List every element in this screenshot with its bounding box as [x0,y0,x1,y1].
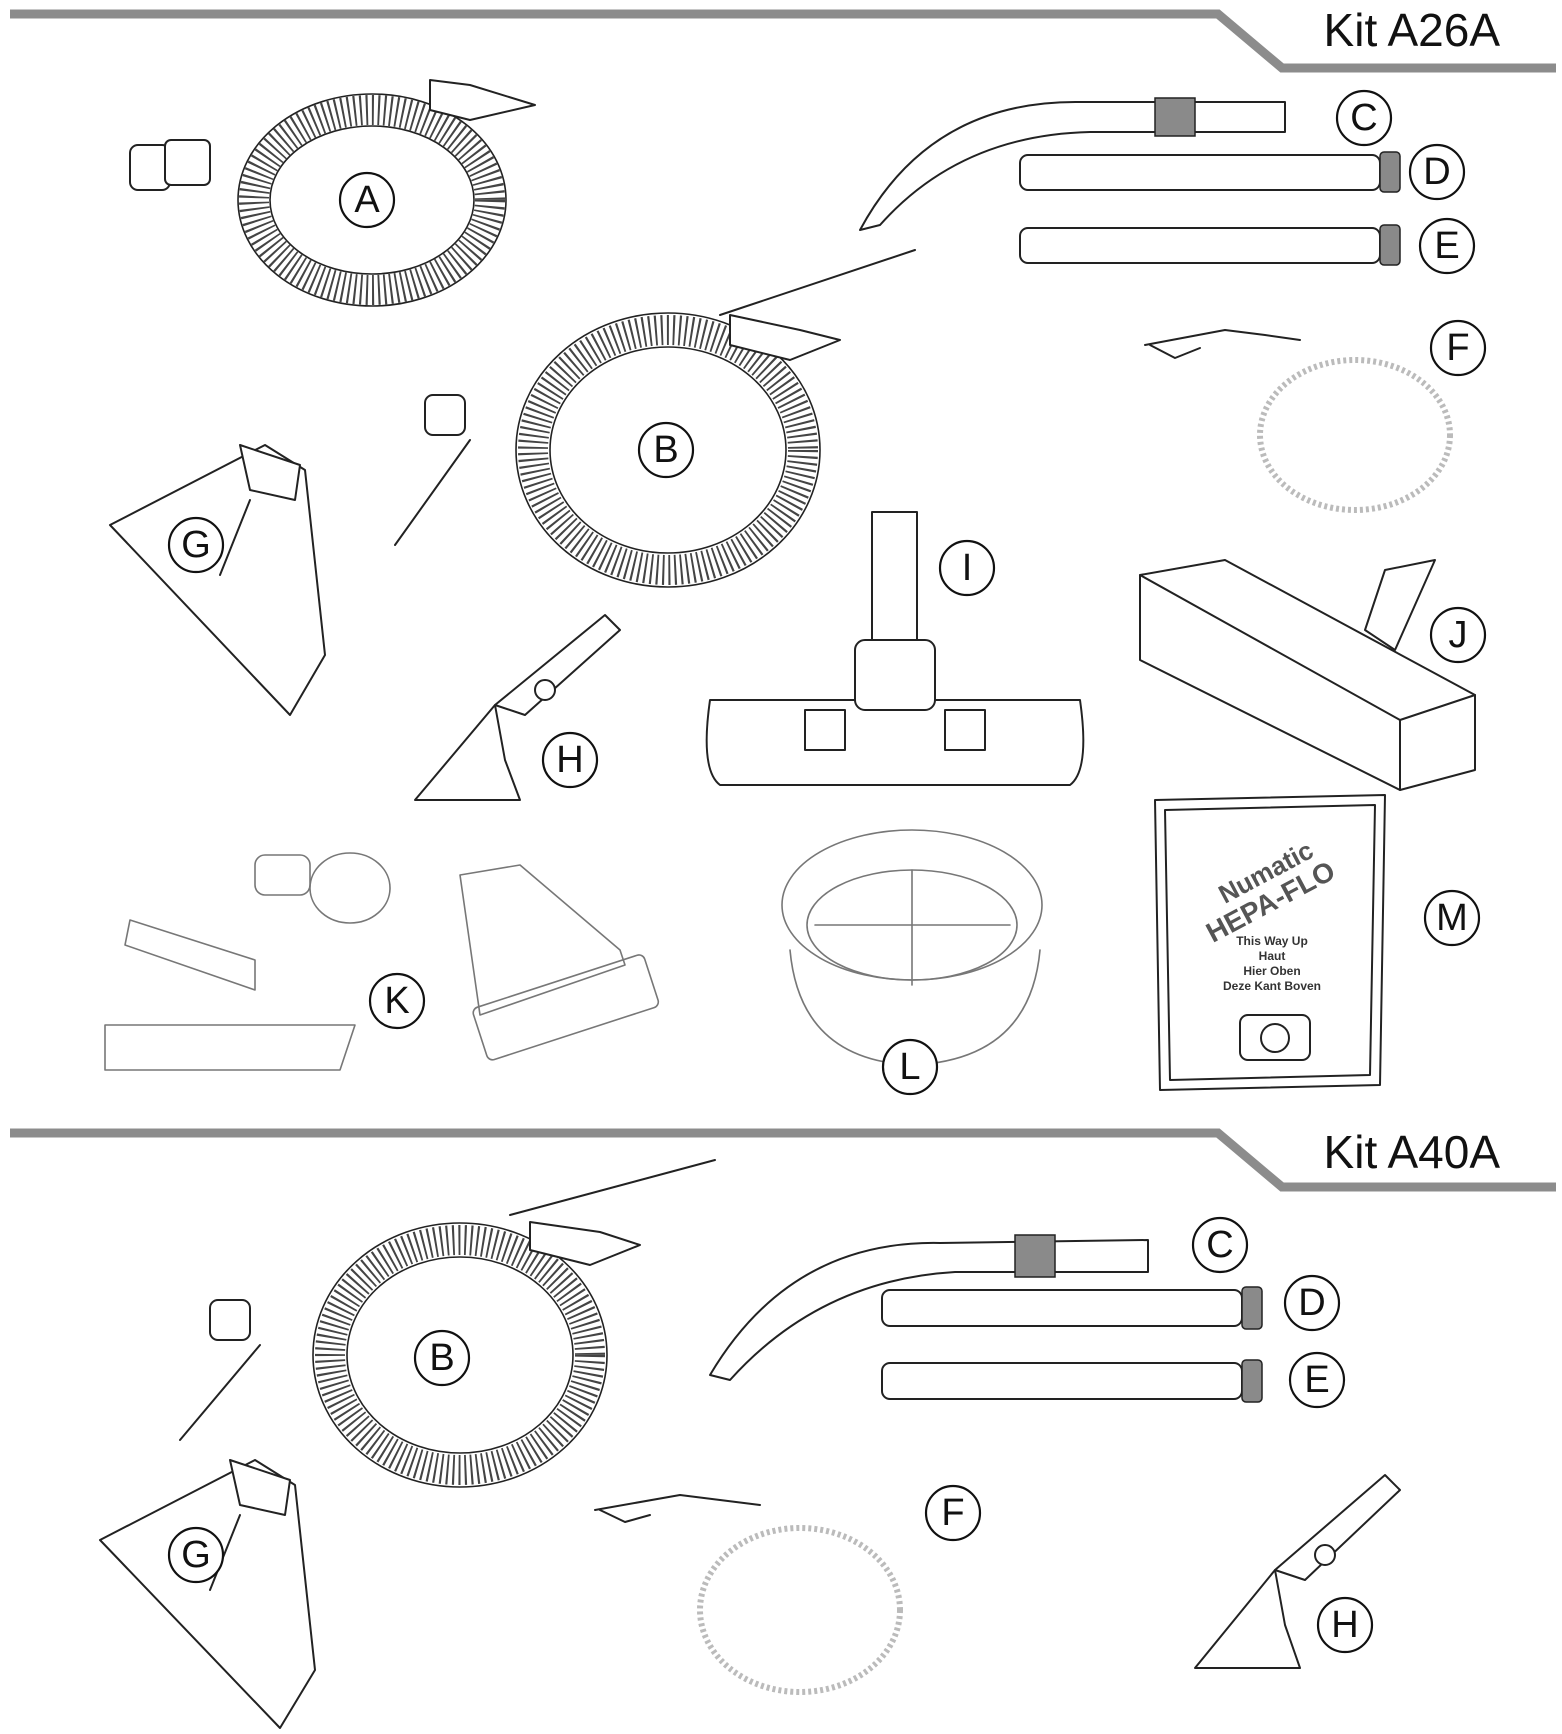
svg-text:L: L [899,1046,920,1088]
svg-text:H: H [556,739,583,781]
svg-text:E: E [1304,1359,1329,1401]
part-g-floor-tool-drawing [109,444,326,716]
label-b: B [637,421,695,479]
part-j-brush-tool-drawing [1139,559,1476,791]
label-g: G [167,1526,225,1584]
part-f-solution-tube-drawing [1144,329,1453,513]
part-e-wand-drawing [881,1359,1263,1403]
label-m: M [1423,889,1481,947]
kit-a26a-header: Kit A26A [10,4,1556,73]
kit-title: Kit A26A [1324,4,1501,56]
label-h: H [541,731,599,789]
svg-text:K: K [384,980,409,1022]
label-h: H [1316,1596,1374,1654]
part-h-hand-tool-drawing [414,614,621,801]
kit-a40a-header: Kit A40A [10,1126,1556,1192]
kit-title: Kit A40A [1324,1126,1501,1178]
svg-text:D: D [1298,1282,1325,1324]
svg-text:F: F [941,1492,964,1534]
label-l: L [881,1038,939,1096]
svg-text:F: F [1446,327,1469,369]
dust-bag-line-4: Deze Kant Boven [1223,979,1321,993]
part-d-wand-drawing [881,1286,1263,1330]
part-e-wand-drawing [1019,224,1401,266]
header-bar [10,1128,1556,1192]
part-l-filter-basket-drawing [781,829,1043,1066]
label-c: C [1335,89,1393,147]
svg-text:B: B [429,1337,454,1379]
svg-text:C: C [1350,97,1377,139]
label-g: G [167,516,225,574]
part-f-solution-tube-drawing [594,1494,903,1695]
svg-text:M: M [1436,897,1468,939]
label-d: D [1283,1274,1341,1332]
svg-text:C: C [1206,1224,1233,1266]
kit-a40a-labels: B C D E F G H [167,1216,1374,1654]
label-d: D [1408,143,1466,201]
label-c: C [1191,1216,1249,1274]
svg-text:D: D [1423,151,1450,193]
label-e: E [1418,217,1476,275]
svg-text:I: I [962,547,973,589]
label-j: J [1429,606,1487,664]
label-a: A [338,171,396,229]
kit-a26a-labels: A B C D E F G H I J K L M [167,89,1487,1096]
dust-bag-line-3: Hier Oben [1243,964,1300,978]
svg-text:A: A [354,179,380,221]
dust-bag-line-2: Haut [1259,949,1286,963]
part-h-hand-tool-drawing [1194,1474,1401,1669]
label-b: B [413,1329,471,1387]
part-b-hose-drawing [179,1159,716,1488]
label-e: E [1288,1351,1346,1409]
part-c-bent-wand-drawing [709,1234,1149,1381]
svg-text:G: G [181,1534,211,1576]
svg-text:H: H [1331,1604,1358,1646]
svg-text:B: B [653,429,678,471]
part-i-floor-tool-drawing [705,511,1085,786]
label-f: F [1429,319,1487,377]
svg-text:E: E [1434,225,1459,267]
dust-bag-line-1: This Way Up [1236,934,1308,948]
svg-text:G: G [181,524,211,566]
part-a-hose-drawing [129,79,536,307]
header-bar [10,9,1556,73]
label-f: F [924,1484,982,1542]
part-g-floor-tool-drawing [99,1459,316,1729]
label-k: K [368,972,426,1030]
part-k-accessories-drawing [104,852,660,1071]
part-c-bent-wand-drawing [859,97,1286,231]
part-b-hose-drawing [394,249,916,588]
label-i: I [938,539,996,597]
part-d-wand-drawing [1019,151,1401,193]
part-m-dust-bag-drawing: Numatic HEPA-FLO This Way Up Haut Hier O… [1154,794,1386,1091]
svg-text:J: J [1449,614,1468,656]
